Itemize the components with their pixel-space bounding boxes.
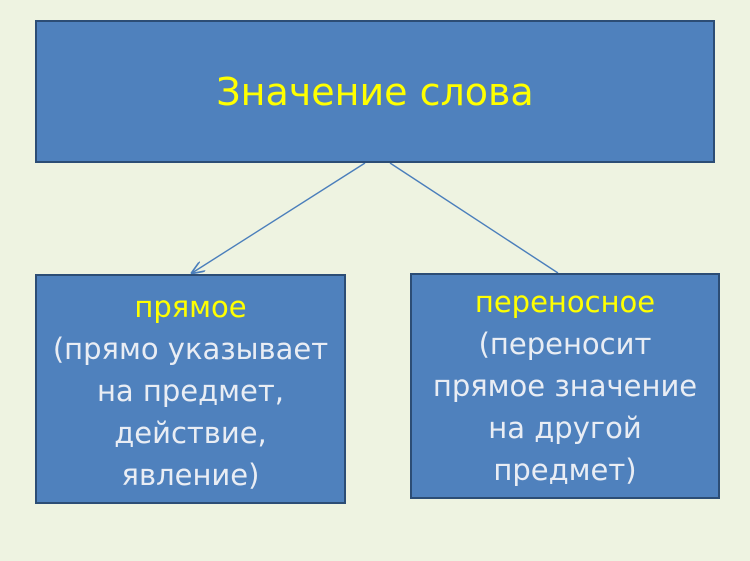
left-desc-line: (прямо указывает — [52, 332, 329, 366]
left-node: прямое (прямо указывает на предмет, дейс… — [35, 274, 346, 504]
left-heading: прямое — [134, 290, 247, 324]
right-desc-line: на другой — [488, 411, 642, 445]
right-desc-line: (переносит — [478, 327, 652, 361]
line-to-right — [389, 162, 559, 274]
root-title: Значение слова — [216, 69, 534, 114]
left-desc-line: на предмет, — [96, 374, 285, 408]
arrow-to-left — [192, 162, 366, 273]
left-desc-line: явление) — [121, 458, 260, 492]
left-desc-line: действие, — [114, 416, 267, 450]
right-heading: переносное — [474, 285, 656, 319]
right-desc-line: предмет) — [493, 453, 637, 487]
root-node: Значение слова — [35, 20, 715, 163]
right-node: переносное (переносит прямое значение на… — [410, 273, 720, 499]
right-desc-line: прямое значение — [432, 369, 698, 403]
